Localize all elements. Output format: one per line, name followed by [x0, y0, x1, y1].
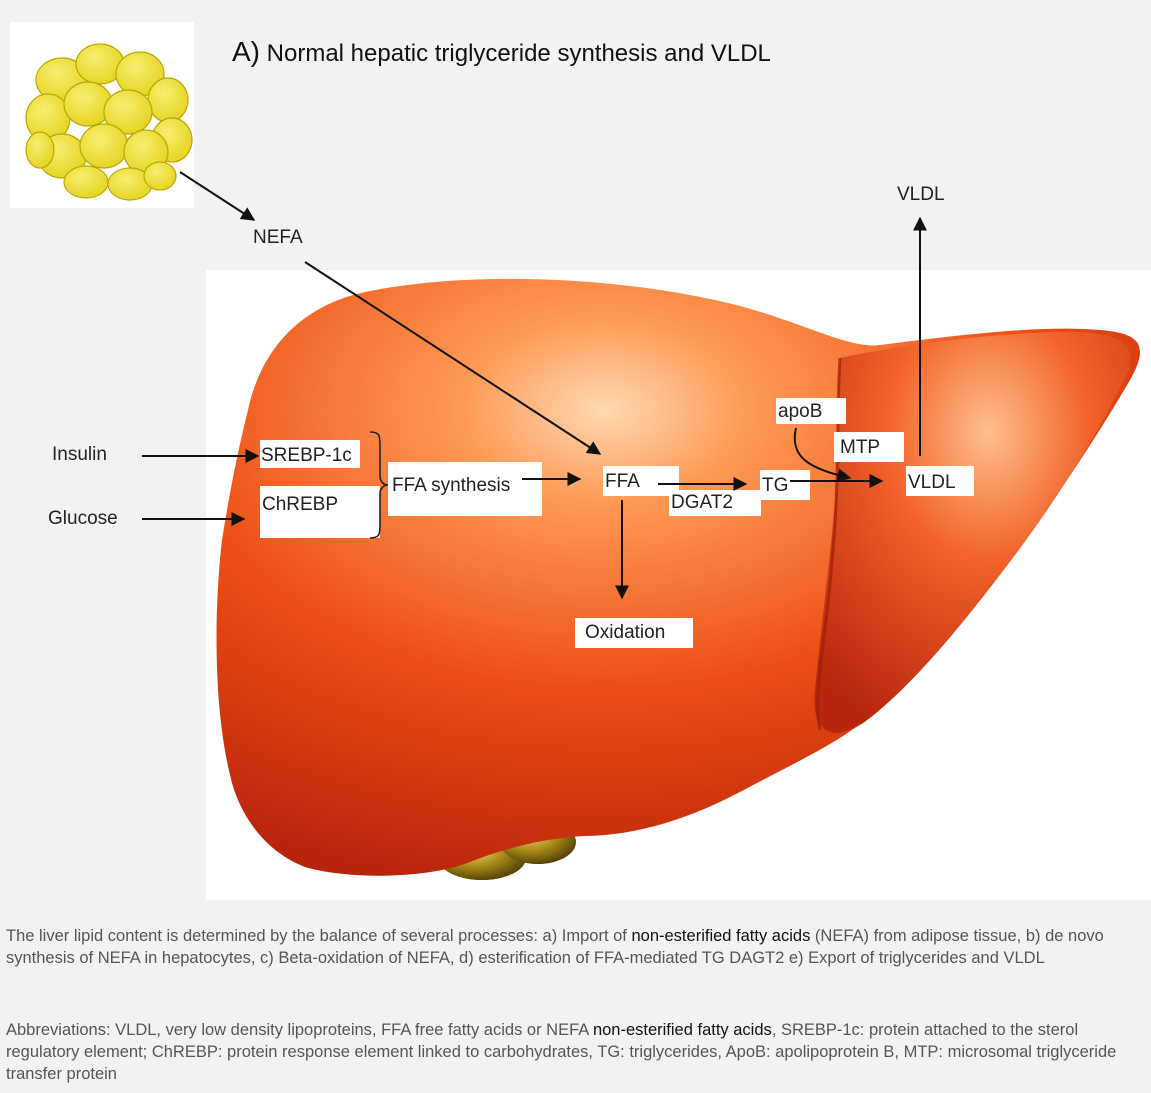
- chrebp-label: ChREBP: [262, 494, 338, 516]
- tg-label: TG: [762, 475, 788, 497]
- dgat2-label: DGAT2: [671, 492, 733, 514]
- caption-highlight: non-esterified fatty acids: [631, 927, 810, 945]
- ffa-label: FFA: [605, 471, 640, 493]
- vldl-liver-label: VLDL: [908, 472, 956, 494]
- vldl-export-label: VLDL: [897, 184, 945, 206]
- liver-diagram: [0, 0, 1151, 900]
- mtp-label: MTP: [840, 437, 880, 459]
- caption-abbreviations: Abbreviations: VLDL, very low density li…: [6, 1019, 1146, 1085]
- ffa-synthesis-label: FFA synthesis: [392, 475, 510, 497]
- diagram-title: A) Normal hepatic triglyceride synthesis…: [232, 36, 771, 68]
- insulin-label: Insulin: [52, 444, 107, 466]
- glucose-label: Glucose: [48, 508, 118, 530]
- nefa-label: NEFA: [253, 227, 303, 249]
- srebp-label: SREBP-1c: [261, 445, 352, 467]
- caption-highlight: non-esterified fatty acids: [593, 1021, 772, 1039]
- apob-label: apoB: [778, 401, 822, 423]
- oxidation-label: Oxidation: [585, 622, 665, 644]
- caption-processes: The liver lipid content is determined by…: [6, 925, 1146, 969]
